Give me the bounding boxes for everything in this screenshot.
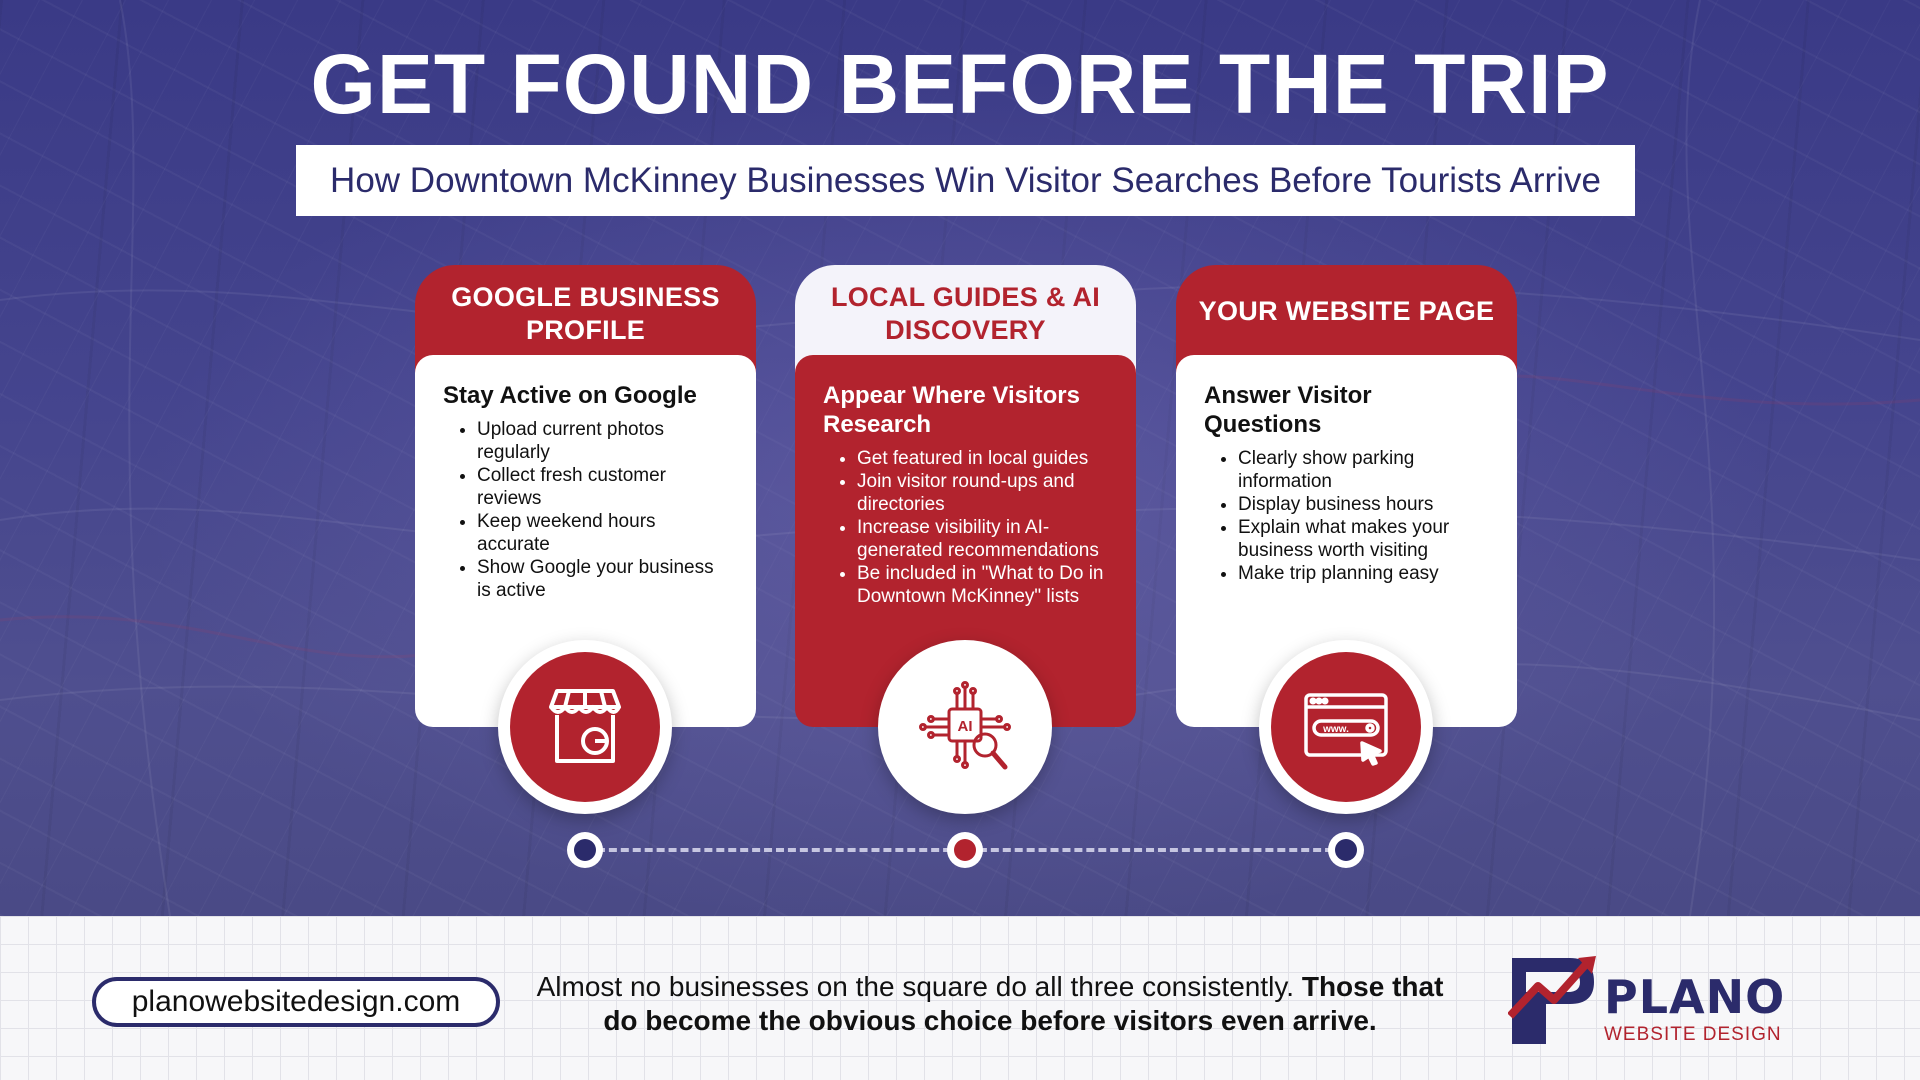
- logo-wordmark: PLANO: [1604, 970, 1786, 1024]
- icon-badge-website: www.: [1259, 640, 1433, 814]
- card-list: Get featured in local guides Join visito…: [823, 447, 1108, 608]
- list-item: Upload current photos regularly: [477, 418, 728, 464]
- card-list: Upload current photos regularly Collect …: [443, 418, 728, 602]
- plano-logo-mark-icon: [1507, 956, 1596, 1044]
- list-item: Display business hours: [1238, 493, 1489, 516]
- list-item: Increase visibility in AI-generated reco…: [857, 516, 1108, 562]
- svg-text:AI: AI: [958, 718, 973, 735]
- list-item: Get featured in local guides: [857, 447, 1108, 470]
- list-item: Clearly show parking information: [1238, 447, 1489, 493]
- footer-text-bold: Those that do become the obvious choice …: [603, 971, 1444, 1036]
- website-url[interactable]: planowebsitedesign.com: [92, 977, 500, 1027]
- card-heading: Answer Visitor Questions: [1204, 382, 1372, 438]
- svg-text:www.: www.: [1322, 724, 1349, 735]
- icon-badge-google: [498, 640, 672, 814]
- card-body: Stay Active on Google Upload current pho…: [415, 355, 756, 727]
- ai-chip-search-icon: AI: [919, 681, 1011, 770]
- list-item: Be included in "What to Do in Downtown M…: [857, 562, 1108, 608]
- list-item: Join visitor round-ups and directories: [857, 470, 1108, 516]
- icon-badge-ai: AI: [878, 640, 1052, 814]
- footer-statement: Almost no businesses on the square do al…: [530, 970, 1450, 1038]
- card-google-business-profile: GOOGLE BUSINESS PROFILE Stay Active on G…: [415, 265, 756, 727]
- timeline-dot: [567, 832, 603, 868]
- brand-logo: PLANO WEBSITE DESIGN: [1507, 952, 1808, 1052]
- card-body: Answer Visitor Questions Clearly show pa…: [1176, 355, 1517, 727]
- google-storefront-icon: [549, 689, 621, 763]
- logo-tagline: WEBSITE DESIGN: [1604, 1024, 1782, 1045]
- list-item: Make trip planning easy: [1238, 562, 1489, 585]
- list-item: Keep weekend hours accurate: [477, 510, 728, 556]
- page-title: GET FOUND BEFORE THE TRIP: [310, 37, 1610, 131]
- card-website-page: YOUR WEBSITE PAGE Answer Visitor Questio…: [1176, 265, 1517, 727]
- website-browser-icon: www.: [1304, 693, 1388, 766]
- subtitle-banner: How Downtown McKinney Businesses Win Vis…: [296, 145, 1635, 216]
- list-item: Explain what makes your business worth v…: [1238, 516, 1489, 562]
- timeline-dot: [947, 832, 983, 868]
- list-item: Collect fresh customer reviews: [477, 464, 728, 510]
- card-list: Clearly show parking information Display…: [1204, 447, 1489, 585]
- list-item: Show Google your business is active: [477, 556, 728, 602]
- footer-text-regular: Almost no businesses on the square do al…: [536, 971, 1302, 1002]
- card-heading: Appear Where Visitors Research: [823, 382, 1080, 438]
- timeline-dot: [1328, 832, 1364, 868]
- card-heading: Stay Active on Google: [443, 382, 697, 409]
- page-subtitle: How Downtown McKinney Businesses Win Vis…: [330, 160, 1601, 200]
